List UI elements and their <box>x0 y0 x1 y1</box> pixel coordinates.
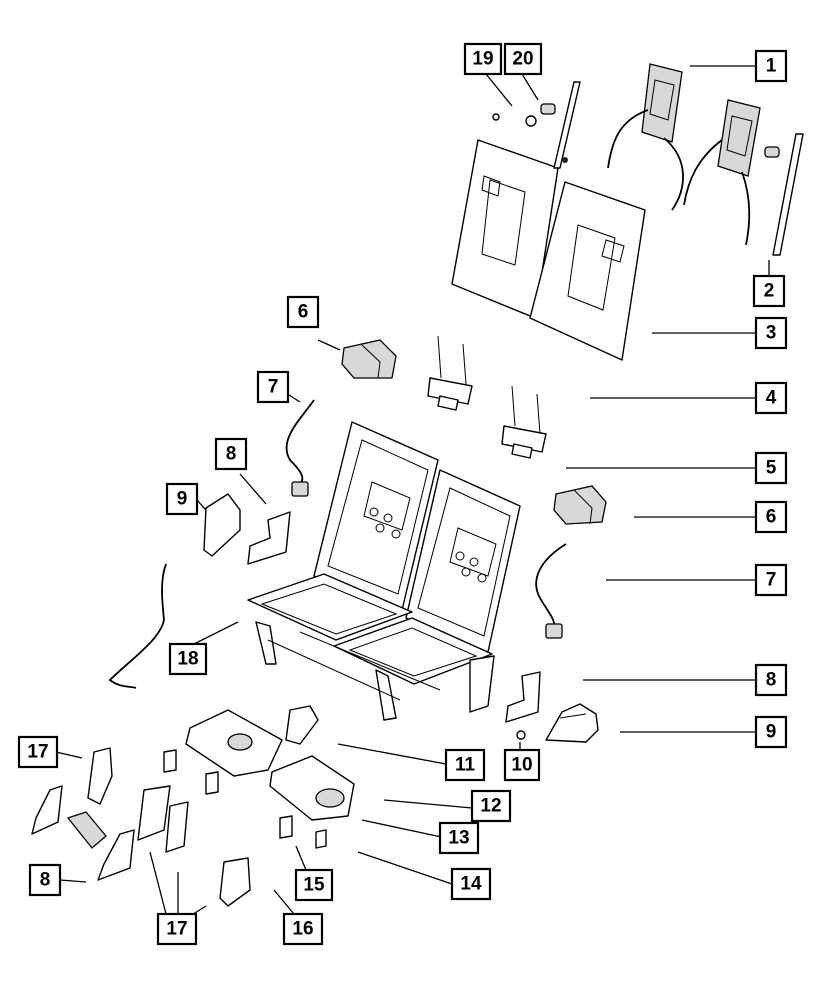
callout-8-left-label: 8 <box>226 444 237 465</box>
hinge-cover-12-13 <box>269 755 355 821</box>
side-trim-cover-upper-left <box>247 511 291 565</box>
callout-7-left: 7 <box>256 370 290 404</box>
callout-17-left: 17 <box>17 735 59 769</box>
callout-15: 15 <box>294 868 334 902</box>
callout-6-right-label: 6 <box>766 507 777 528</box>
release-cable-left <box>285 399 315 497</box>
callout-2: 2 <box>752 274 786 308</box>
headrest-guide-rod-right <box>772 133 804 256</box>
headrest-pad-upper <box>341 339 397 379</box>
fastener-20 <box>540 103 780 163</box>
headrest-bracket-left <box>427 335 473 411</box>
callout-2-label: 2 <box>764 281 775 302</box>
callout-8-right-label: 8 <box>766 670 777 691</box>
trim-piece-8-lower-left <box>31 785 135 881</box>
callout-8-lower-left: 8 <box>28 863 62 897</box>
seatback-panel-right <box>529 181 646 361</box>
callout-10-label: 10 <box>511 755 532 776</box>
callout-20: 20 <box>503 42 543 76</box>
callout-5: 5 <box>754 451 788 485</box>
callout-19: 19 <box>463 42 503 76</box>
callout-18: 18 <box>168 642 208 676</box>
headrest-pad-lower <box>553 485 607 525</box>
callout-9-right-label: 9 <box>766 722 777 743</box>
callout-7-right: 7 <box>754 563 788 597</box>
callout-15-label: 15 <box>303 875 325 896</box>
callout-14-label: 14 <box>460 874 482 895</box>
bracket-cover-16 <box>219 857 251 907</box>
release-cable-right <box>535 543 567 639</box>
callout-9-left-label: 9 <box>177 489 188 510</box>
gear-mechanism <box>66 811 107 849</box>
callout-10: 10 <box>503 748 541 782</box>
callout-7-right-label: 7 <box>766 570 777 591</box>
callout-11-label: 11 <box>455 755 476 776</box>
callout-17-bottom-label: 17 <box>166 919 187 940</box>
callout-12-label: 12 <box>480 796 501 817</box>
side-trim-cover-lower-right <box>505 671 541 723</box>
callout-17-left-label: 17 <box>27 742 48 763</box>
callout-9-left: 9 <box>165 482 199 516</box>
callout-4: 4 <box>754 381 788 415</box>
callout-11: 11 <box>444 748 486 782</box>
seat-base-frame <box>247 573 495 721</box>
callout-14: 14 <box>450 867 492 901</box>
clip-14 <box>315 829 327 849</box>
fastener-19 <box>492 113 537 127</box>
callout-4-label: 4 <box>766 388 777 409</box>
callout-17-bottom: 17 <box>156 912 198 946</box>
callout-6-right: 6 <box>754 500 788 534</box>
callout-12: 12 <box>470 789 512 823</box>
trim-piece-17-b <box>137 785 189 853</box>
clip-15 <box>163 749 293 839</box>
callout-8-left: 8 <box>214 437 248 471</box>
hinge-cover-11 <box>185 705 319 777</box>
callout-8-right: 8 <box>754 663 788 697</box>
seatback-latch-right <box>683 99 761 246</box>
callout-6-left-label: 6 <box>298 302 309 323</box>
callout-13: 13 <box>438 821 480 855</box>
callout-16-label: 16 <box>292 919 313 940</box>
callout-16: 16 <box>282 912 324 946</box>
callout-3: 3 <box>754 316 788 350</box>
callout-18-label: 18 <box>177 649 198 670</box>
side-shield-lower-right <box>545 703 599 743</box>
callout-5-label: 5 <box>766 458 777 479</box>
callout-9-right: 9 <box>754 715 788 749</box>
screw-10 <box>516 730 526 740</box>
leader-lines <box>55 65 770 917</box>
callout-8-lower-left-label: 8 <box>40 870 51 891</box>
seatback-latch-left <box>607 63 684 211</box>
callout-6-left: 6 <box>286 295 320 329</box>
callout-1-label: 1 <box>766 56 777 77</box>
seat-frame-right <box>405 469 521 653</box>
side-shield-upper-left <box>203 493 241 557</box>
harness-cable-18 <box>108 563 167 689</box>
callout-1: 1 <box>754 49 788 83</box>
callout-20-label: 20 <box>512 49 533 70</box>
callout-19-label: 19 <box>472 49 493 70</box>
callout-13-label: 13 <box>448 828 469 849</box>
callout-7-left-label: 7 <box>268 377 279 398</box>
trim-piece-17-a <box>87 747 113 805</box>
headrest-bracket-right <box>501 385 547 459</box>
callout-3-label: 3 <box>766 323 777 344</box>
headrest-guide-rod-left <box>553 81 581 169</box>
